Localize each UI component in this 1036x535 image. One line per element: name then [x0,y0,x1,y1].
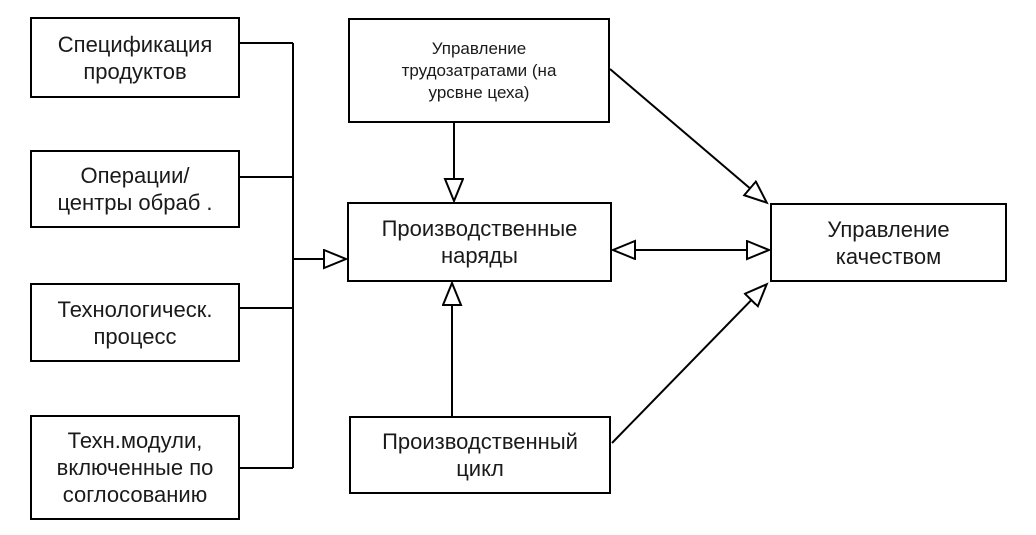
connector-cycle-to-quality [611,285,766,444]
node-production-orders-label: Производственные наряды [381,216,578,268]
node-tech-process: Технологическ. процесс [30,283,240,362]
node-product-spec: Спецификация продуктов [30,17,240,98]
node-quality-management: Управление качеством [770,203,1007,282]
node-production-cycle: Производственный цикл [349,416,611,494]
node-production-cycle-label: Производственный цикл [382,429,578,481]
node-quality-management-label: Управление качеством [827,216,950,269]
node-tech-process-label: Технологическ. процесс [57,296,213,349]
node-tech-modules-label: Техн.модули, включенные по соглосованию [56,428,214,507]
node-production-orders: Производственные наряды [347,202,612,282]
node-operations-work-centers: Операции/ центры обраб . [30,150,240,228]
node-tech-modules: Техн.модули, включенные по соглосованию [30,415,240,520]
connector-labor-to-quality [609,68,766,202]
node-product-spec-label: Спецификация продуктов [57,31,213,84]
node-operations-work-centers-label: Операции/ центры обраб . [57,163,213,215]
node-labor-management: Управление трудозатратами (на урсвне цех… [348,18,610,123]
node-labor-management-label: Управление трудозатратами (на урсвне цех… [401,38,557,102]
